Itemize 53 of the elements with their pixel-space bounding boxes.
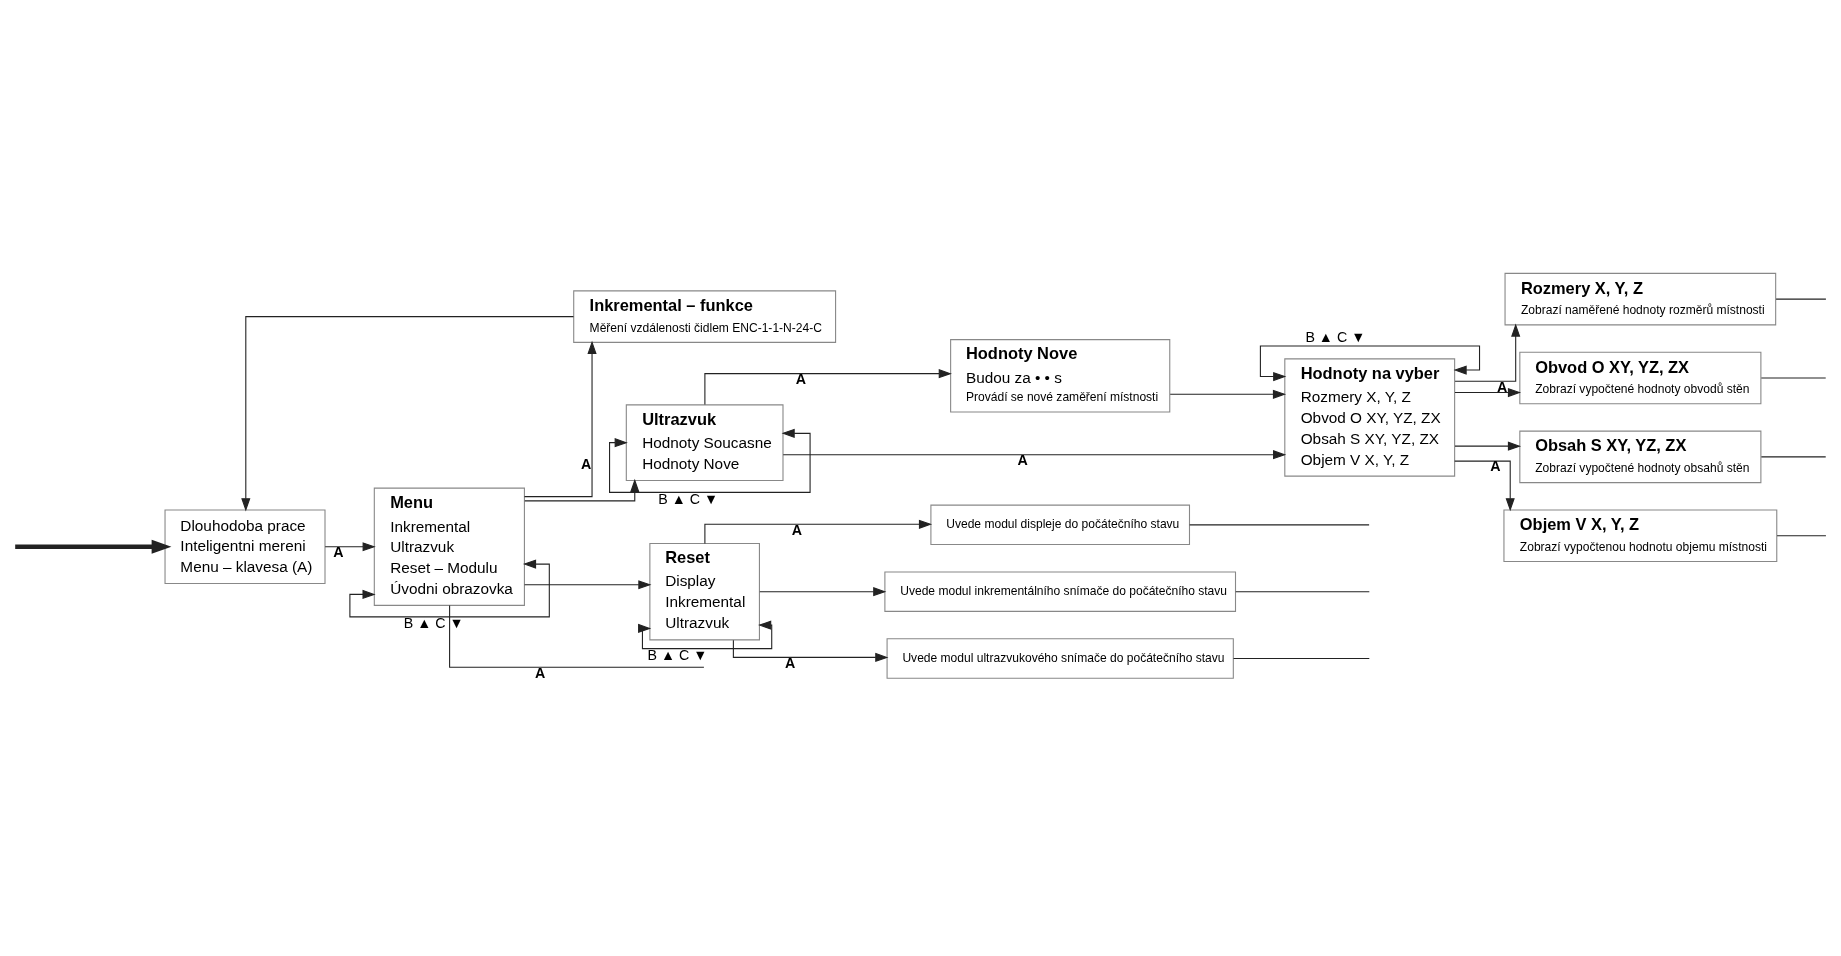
node-box: Hodnoty Nove Budou za • • s Provádí se nové zaměření místnosti (950, 339, 1171, 413)
connector (1760, 456, 1827, 458)
edge-label: A (1017, 452, 1028, 469)
arrow (241, 316, 574, 512)
arrow (15, 539, 172, 554)
arrow (1169, 389, 1287, 399)
arrow (1259, 345, 1481, 382)
arrow (524, 580, 652, 590)
edge-label: B ▲ C ▼ (1305, 329, 1366, 346)
node-box: Uvede modul displeje do počátečního stavu (930, 504, 1191, 546)
arrow (638, 620, 773, 650)
arrow (324, 542, 376, 552)
connector (1232, 657, 1370, 660)
edge-label: B ▲ C ▼ (647, 647, 708, 664)
edge-label: A (795, 370, 806, 387)
edge-label: A (784, 654, 796, 671)
node-box: Rozmery X, Y, Z Zobrazí naměřené hodnoty rozměrů místnosti (1504, 272, 1777, 326)
node-box: Obvod O XY, YZ, ZX Zobrazí vypočtené hodnoty obvodů stěn (1519, 351, 1762, 405)
arrow (759, 587, 887, 597)
edge-label: B ▲ C ▼ (403, 615, 464, 632)
arrow (1454, 323, 1521, 382)
edge-label: A (534, 664, 546, 681)
arrow (704, 369, 952, 406)
edge-label: A (791, 521, 802, 538)
node-box: Menu Inkremental Ultrazvuk Reset – Modulu Úvodni obrazovka (373, 487, 525, 606)
connector (1189, 524, 1370, 526)
edge-label: A (1497, 378, 1508, 395)
arrow (1454, 387, 1522, 398)
node-box: Uvede modul inkrementálního snímače do počátečního stavu (884, 571, 1237, 612)
arrow (349, 559, 550, 618)
arrow (1454, 460, 1515, 512)
node-box: Ultrazvuk Hodnoty Soucasne Hodnoty Nove (625, 404, 784, 482)
node-box: Reset Display Inkremental Ultrazvuk (649, 542, 760, 641)
edge-label: A (333, 544, 344, 561)
node-box: Objem V X, Y, Z Zobrazí vypočtenou hodnotu objemu místnosti (1503, 509, 1778, 563)
edge-label: A (581, 456, 592, 473)
node-box: Hodnoty na vyber Rozmery X, Y, Z Obvod O XY, YZ, ZX Obsah S XY, YZ, ZX Objem V X, Y, Z (1284, 358, 1456, 477)
arrow (609, 428, 811, 493)
connector (1235, 591, 1370, 593)
arrow (524, 478, 640, 502)
arrow (1454, 441, 1522, 451)
arrow (732, 639, 889, 663)
connector (449, 605, 705, 668)
arrow (523, 340, 597, 498)
node-box: Inkremental – funkce Měření vzdálenosti čidlem ENC-1-1-N-24-C (573, 290, 837, 343)
arrow (782, 450, 1287, 460)
connector (1776, 535, 1827, 537)
edge-label: A (1490, 458, 1501, 475)
edge-label: B ▲ C ▼ (658, 490, 719, 507)
connector (1775, 298, 1827, 300)
node-box: Dlouhodoba prace Inteligentni mereni Menu – klavesa (A) (164, 509, 326, 584)
node-box: Uvede modul ultrazvukového snímače do počátečního stavu (886, 638, 1234, 679)
node-box: Obsah S XY, YZ, ZX Zobrazí vypočtené hodnoty obsahů stěn (1519, 430, 1762, 484)
